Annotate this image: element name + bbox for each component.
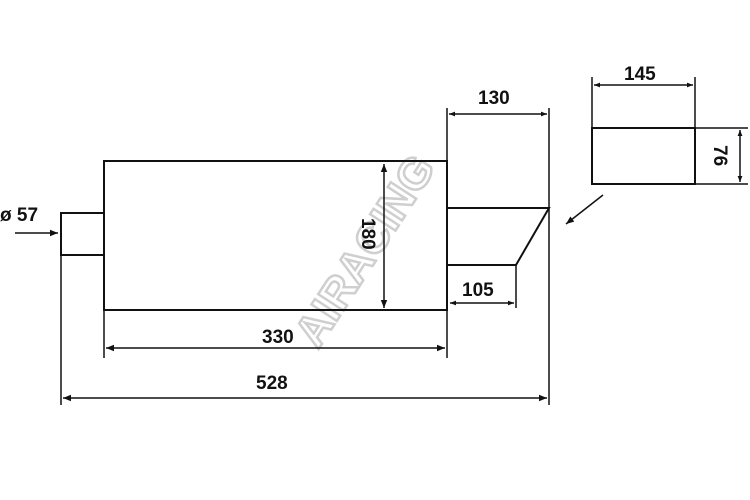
section-pointer-arrow — [565, 194, 604, 225]
cross-section — [591, 127, 696, 185]
overall-length-label: 528 — [256, 373, 288, 394]
section-width-label: 145 — [624, 64, 656, 85]
section-height-label: 76 — [709, 145, 730, 166]
body-length-label: 330 — [262, 327, 294, 348]
inlet-diameter-label: ø 57 — [0, 205, 38, 226]
body-height-label: 180 — [357, 218, 378, 250]
muffler-body — [103, 160, 448, 311]
outlet-short-label: 105 — [462, 280, 494, 301]
outlet-pipe — [447, 207, 551, 266]
outlet-length-label: 130 — [478, 88, 510, 109]
watermark: AIRACING — [285, 146, 445, 355]
